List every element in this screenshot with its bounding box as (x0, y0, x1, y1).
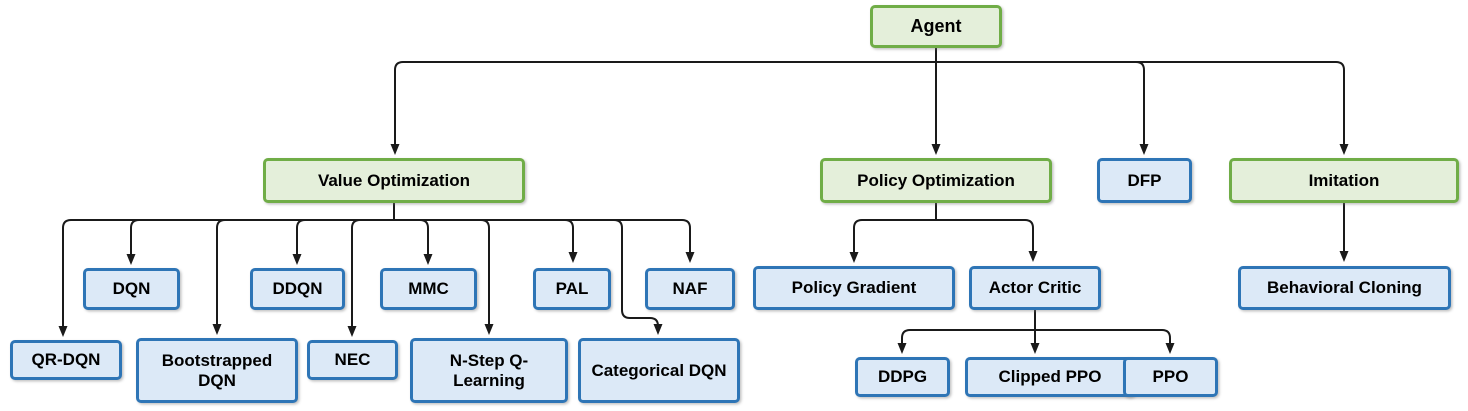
node-imitation: Imitation (1229, 158, 1459, 203)
node-pal: PAL (533, 268, 611, 310)
node-nec: NEC (307, 340, 398, 380)
node-dfp: DFP (1097, 158, 1192, 203)
node-agent: Agent (870, 5, 1002, 48)
node-value-optimization: Value Optimization (263, 158, 525, 203)
node-policy-gradient: Policy Gradient (753, 266, 955, 310)
node-behavioral-cloning: Behavioral Cloning (1238, 266, 1451, 310)
node-ppo: PPO (1123, 357, 1218, 397)
node-mmc: MMC (380, 268, 477, 310)
node-actor-critic: Actor Critic (969, 266, 1101, 310)
node-bootstrapped-dqn: Bootstrapped DQN (136, 338, 298, 403)
node-policy-optimization: Policy Optimization (820, 158, 1052, 203)
node-qr-dqn: QR-DQN (10, 340, 122, 380)
node-categorical-dqn: Categorical DQN (578, 338, 740, 403)
node-naf: NAF (645, 268, 735, 310)
node-ddpg: DDPG (855, 357, 950, 397)
node-n-step-q-learning: N-Step Q-Learning (410, 338, 568, 403)
node-clipped-ppo: Clipped PPO (965, 357, 1135, 397)
node-ddqn: DDQN (250, 268, 345, 310)
node-dqn: DQN (83, 268, 180, 310)
